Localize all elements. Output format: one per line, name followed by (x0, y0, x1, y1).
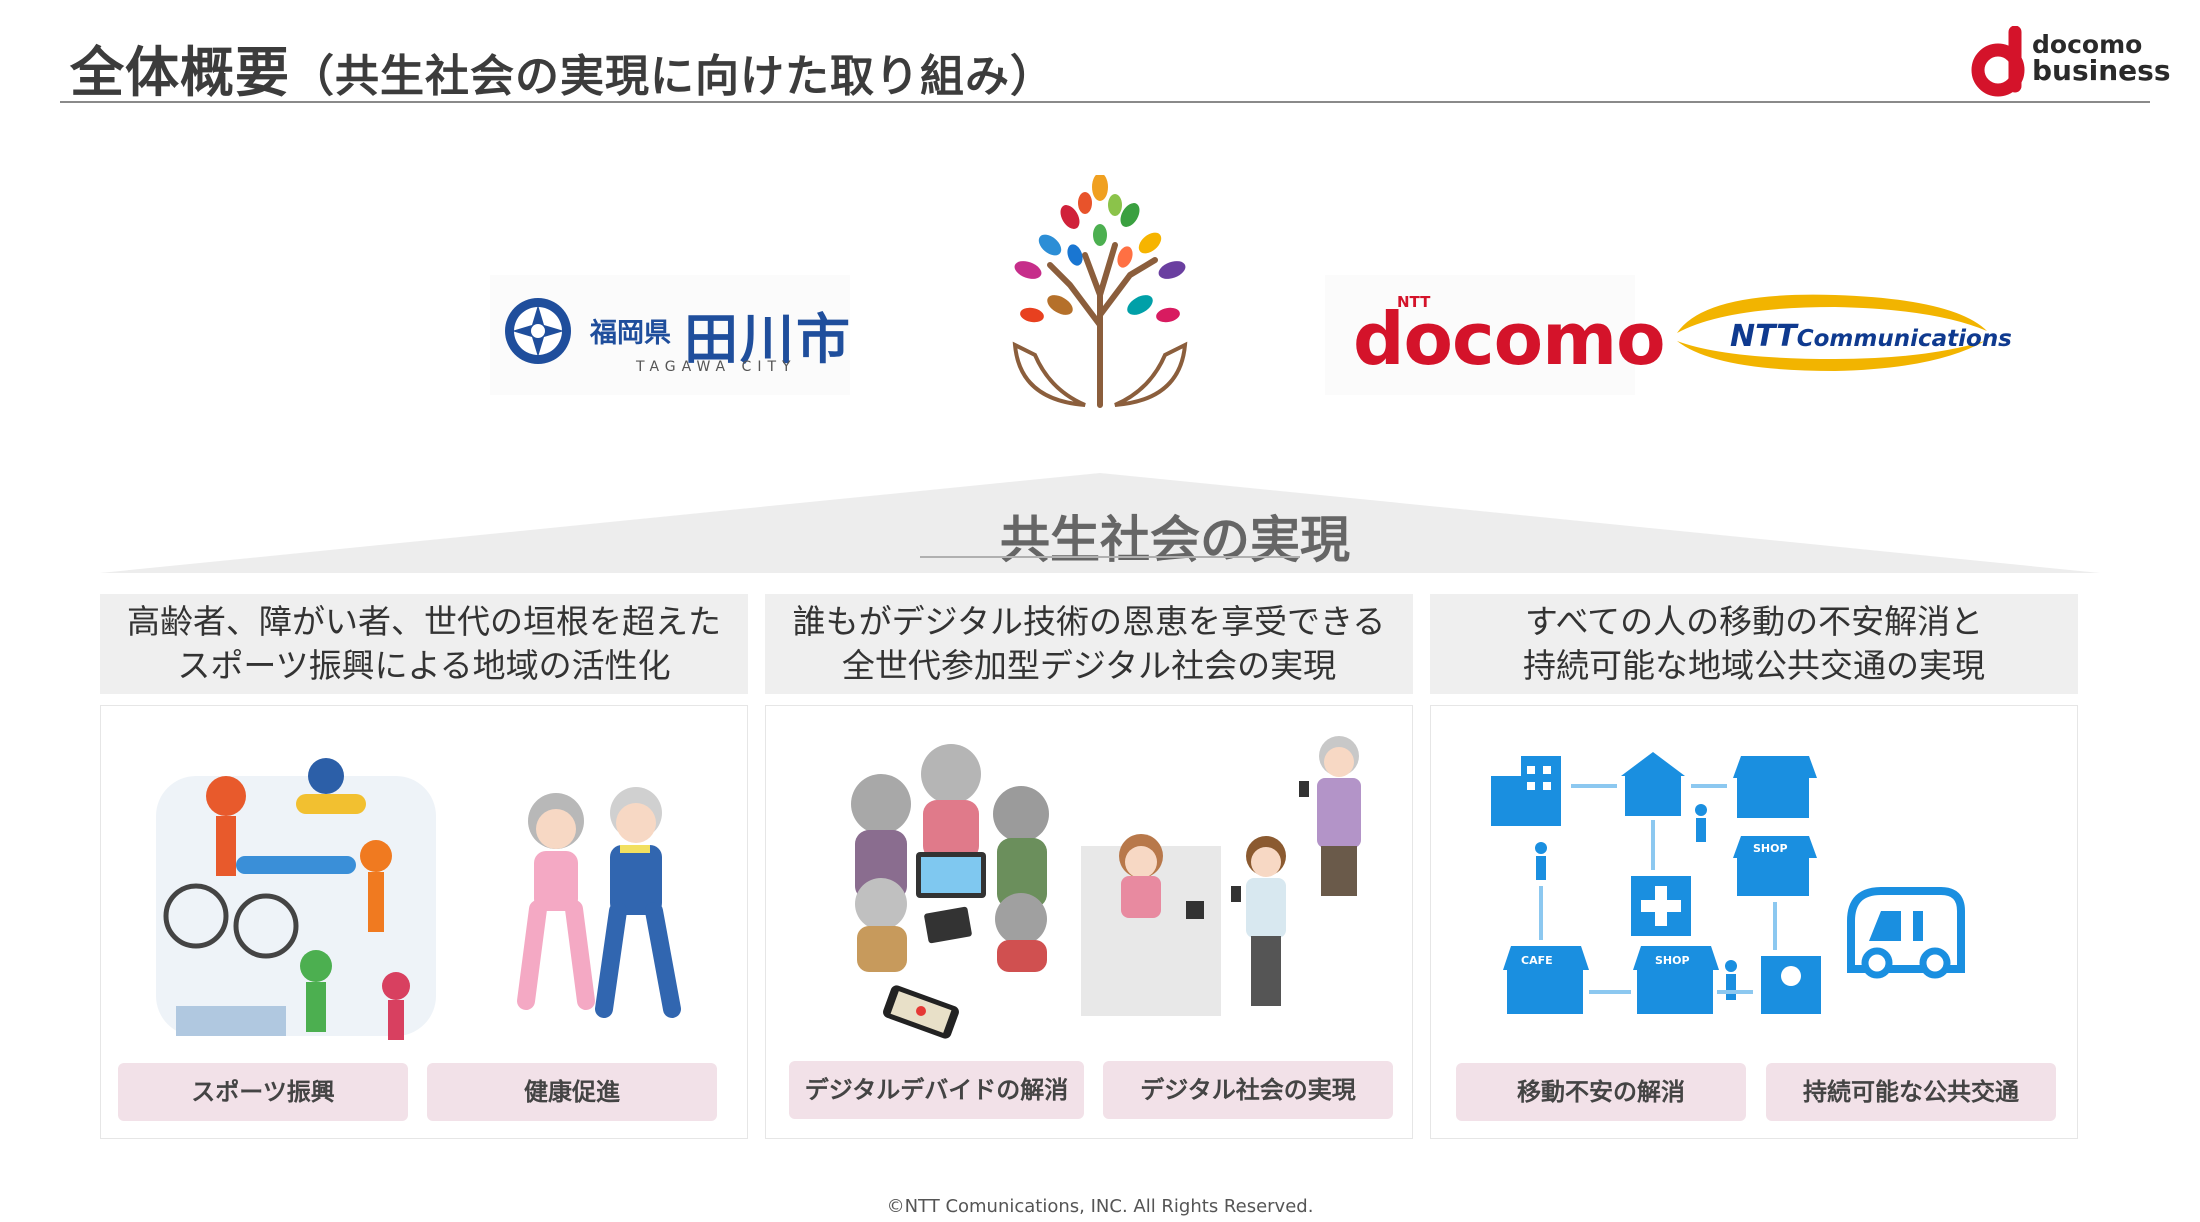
pillar-2-heading-line1: 誰もがデジタル技術の恩恵を享受できる (792, 602, 1386, 641)
ntt-communications-logo: NTTCommunications (1665, 285, 2012, 385)
tagawa-city-logo: 福岡県 田川市 TAGAWA CITY (490, 275, 850, 395)
shop-label-1: SHOP (1753, 842, 1788, 855)
tree-hands-icon (1012, 175, 1188, 408)
tag-sports-promotion: スポーツ振興 (118, 1063, 408, 1121)
elderly-tablet-group-illustration (851, 744, 1049, 972)
docomo-d-icon (1971, 26, 2025, 97)
brand-line2: business (2032, 54, 2171, 87)
pillar-3-heading: すべての人の移動の不安解消と 持続可能な地域公共交通の実現 (1430, 594, 2078, 694)
tag-digital-divide: デジタルデバイドの解消 (789, 1061, 1084, 1119)
title-divider (60, 101, 2150, 103)
shop-label-2: SHOP (1655, 954, 1690, 967)
roof-shape (100, 473, 2100, 573)
pillar-1-heading-line1: 高齢者、障がい者、世代の垣根を超えた (127, 602, 721, 641)
tagawa-city-name: 田川市 (684, 308, 852, 371)
pillar-3-heading-line2: 持続可能な地域公共交通の実現 (1523, 646, 1985, 685)
pillar-2-heading: 誰もがデジタル技術の恩恵を享受できる 全世代参加型デジタル社会の実現 (765, 594, 1413, 694)
elderly-couple-walking-illustration (517, 787, 681, 1018)
tag-digital-society: デジタル社会の実現 (1103, 1061, 1393, 1119)
cafe-label: CAFE (1521, 954, 1553, 967)
page-title-sub: （共生社会の実現に向けた取り組み） (290, 51, 1055, 102)
brand-wordmark: docomo business (2032, 30, 2171, 87)
pillar-2-heading-line2: 全世代参加型デジタル社会の実現 (841, 646, 1337, 685)
ondemand-van-icon (1847, 887, 1965, 979)
nttcom-wordmark: NTTCommunications (1730, 319, 2012, 354)
roof-underline (920, 556, 1300, 558)
page-title-main: 全体概要 (70, 41, 290, 104)
pillar-1-heading: 高齢者、障がい者、世代の垣根を超えた スポーツ振興による地域の活性化 (100, 594, 748, 694)
nttcom-communications: Communications (1796, 326, 2012, 352)
pillar-3-heading-line1: すべての人の移動の不安解消と (1524, 602, 1984, 641)
pillar-1-heading-line2: スポーツ振興による地域の活性化 (177, 646, 671, 685)
docomo-business-logo: docomo business (1970, 24, 2171, 100)
tagawa-prefecture: 福岡県 (590, 318, 671, 349)
tagawa-english: TAGAWA CITY (636, 359, 797, 375)
page-title: 全体概要（共生社会の実現に向けた取り組み） (70, 28, 1055, 107)
tag-mobility-anxiety: 移動不安の解消 (1456, 1063, 1746, 1121)
smartphone-payment-illustration (1081, 736, 1361, 1016)
smartphone-map-icon (883, 985, 959, 1039)
tag-sustainable-transport: 持続可能な公共交通 (1766, 1063, 2056, 1121)
tag-health-promotion: 健康促進 (427, 1063, 717, 1121)
docomo-ntt-label: NTT (1397, 293, 1431, 311)
footer-copyright: ©NTT Comunications, INC. All Rights Rese… (886, 1196, 1314, 1217)
tagawa-emblem-icon (505, 298, 571, 364)
brand-line1: docomo (2032, 30, 2143, 59)
sports-collage-illustration (156, 758, 436, 1040)
ntt-swoosh-icon (1677, 294, 1987, 371)
roof-label: 共生社会の実現 (1000, 511, 1350, 569)
town-network-diagram: SHOP CAFE SHOP (1491, 752, 1821, 1014)
docomo-wordmark: docomo (1353, 297, 1666, 381)
nttcom-ntt: NTT (1730, 319, 1797, 354)
ntt-docomo-logo: NTT docomo (1325, 275, 1666, 395)
